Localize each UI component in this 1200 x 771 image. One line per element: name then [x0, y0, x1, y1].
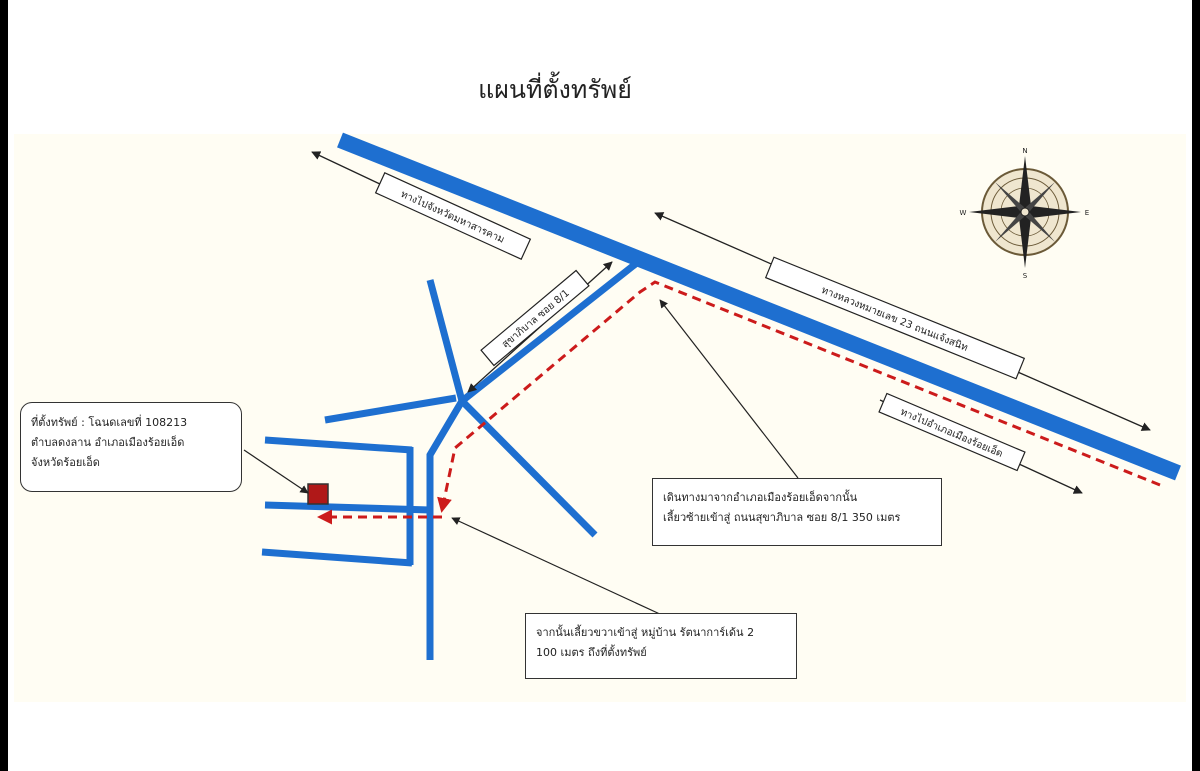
route1-note-line2: เลี้ยวซ้ายเข้าสู่ ถนนสุขาภิบาล ซอย 8/1 3… — [663, 511, 901, 524]
property-note-line3: จังหวัดร้อยเอ็ด — [31, 456, 100, 469]
lane-road-1 — [264, 436, 413, 454]
local-roads — [261, 259, 641, 660]
branch-road-north — [426, 279, 466, 402]
compass-south: S — [1023, 272, 1028, 280]
property-note: ที่ตั้งทรัพย์ : โฉนดเลขที่ 108213 ตำบลดง… — [20, 402, 242, 492]
property-note-line1: ที่ตั้งทรัพย์ : โฉนดเลขที่ 108213 — [31, 416, 188, 429]
compass-west: W — [960, 209, 967, 217]
route2-note-line1: จากนั้นเลี้ยวขวาเข้าสู่ หมู่บ้าน รัตนากา… — [536, 626, 755, 639]
lane-road-2 — [264, 501, 431, 514]
compass-north: N — [1022, 147, 1027, 155]
compass-east: E — [1085, 209, 1089, 217]
branch-road-southeast — [459, 398, 598, 538]
route2-note-line2: 100 เมตร ถึงที่ตั้งทรัพย์ — [536, 646, 647, 659]
property-callout-arrow — [243, 449, 309, 494]
property-note-line2: ตำบลดงลาน อำเภอเมืองร้อยเอ็ด — [31, 436, 185, 449]
soi-road-label: สุขาภิบาล ซอย 8/1 — [480, 269, 590, 367]
lane-road-3 — [261, 548, 413, 567]
left-border — [0, 0, 8, 771]
route1-callout-arrow — [659, 299, 799, 479]
route1-note: เดินทางมาจากอำเภอเมืองร้อยเอ็ดจากนั้น เล… — [652, 478, 942, 546]
compass-icon: N S E W — [960, 147, 1090, 280]
property-marker — [307, 483, 329, 505]
svg-text:ทางไปอำเภอเมืองร้อยเอ็ด: ทางไปอำเภอเมืองร้อยเอ็ด — [899, 404, 1006, 460]
right-border — [1192, 0, 1200, 771]
route1-note-line1: เดินทางมาจากอำเภอเมืองร้อยเอ็ดจากนั้น — [663, 491, 858, 504]
branch-road-west — [324, 394, 457, 424]
route2-callout-arrow — [451, 517, 663, 616]
route2-note: จากนั้นเลี้ยวขวาเข้าสู่ หมู่บ้าน รัตนากา… — [525, 613, 797, 679]
map-title: แผนที่ตั้งทรัพย์ — [478, 75, 632, 104]
